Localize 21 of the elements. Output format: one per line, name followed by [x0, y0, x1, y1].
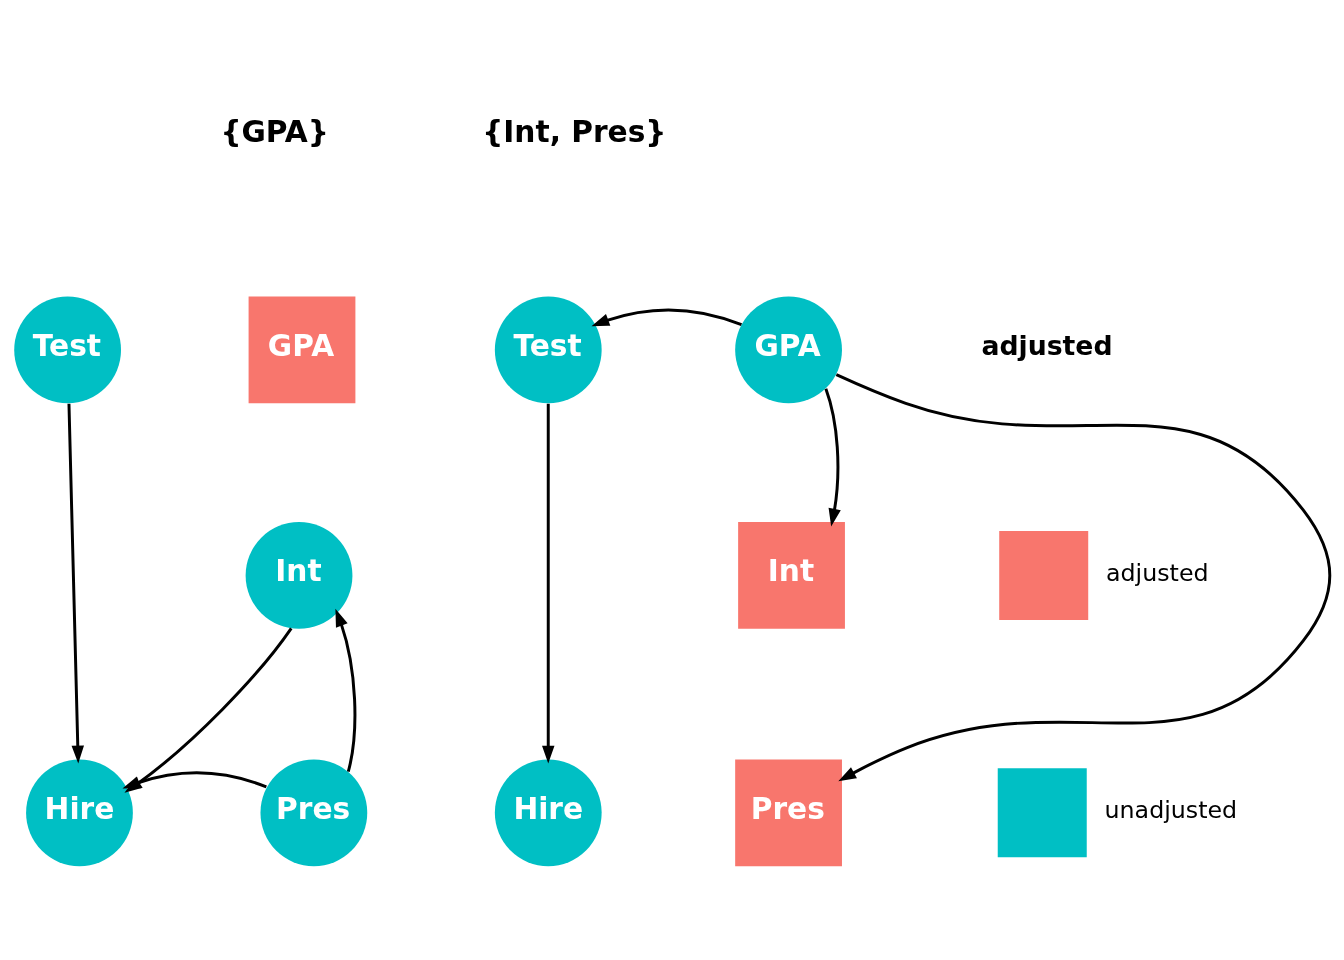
node-circle: GPA: [735, 296, 842, 403]
arrow: [824, 387, 841, 526]
arrow: [122, 770, 267, 789]
node-circle: Test: [494, 296, 602, 403]
node-circle: Pres: [260, 758, 368, 866]
label: {Int, Pres}: [482, 113, 667, 149]
node-box: GPA: [248, 296, 356, 403]
arrow: [835, 372, 1332, 781]
legend-label: unadjusted: [1104, 795, 1238, 824]
node-box: Int: [738, 521, 845, 629]
label: adjusted: [981, 329, 1113, 361]
label: {GPA}: [220, 113, 329, 149]
node-circle: Hire: [26, 758, 133, 866]
node-box: Pres: [735, 758, 842, 866]
arrow: [67, 403, 85, 764]
node-circle: Hire: [494, 758, 602, 866]
arrow: [335, 608, 357, 772]
legend-label: adjusted: [1106, 558, 1209, 587]
node-circle: Test: [14, 296, 121, 403]
arrow: [591, 308, 742, 326]
arrow: [542, 403, 555, 764]
